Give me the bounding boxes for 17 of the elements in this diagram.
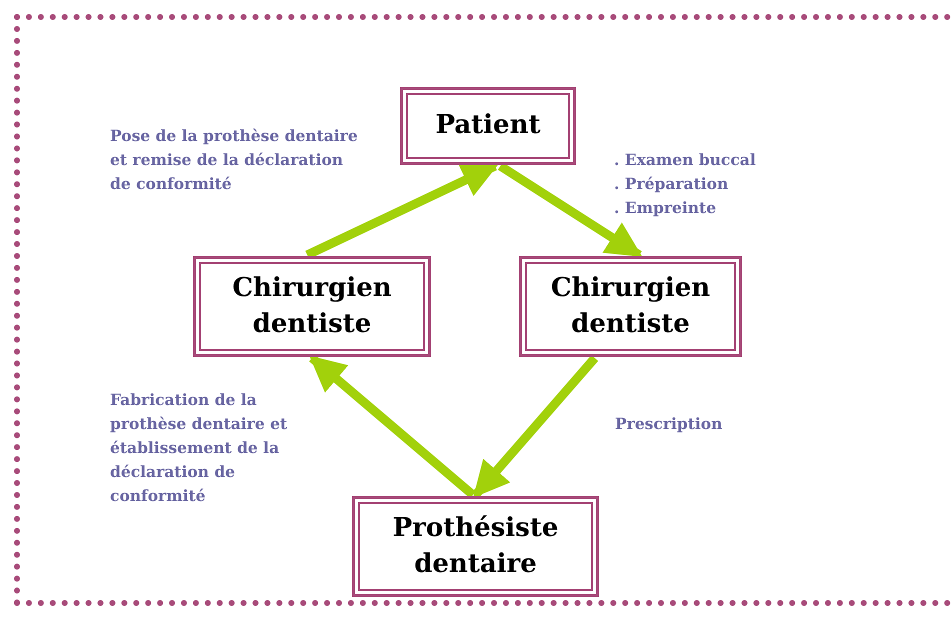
arrow [309, 354, 476, 498]
node-label: Patient [435, 109, 541, 142]
process-box [352, 496, 599, 597]
node-label: Chirurgien dentiste [550, 272, 712, 340]
arrow [498, 162, 642, 259]
annotation-text: Pose de la prothèse dentaire et remise de la déclaration de conformité [110, 125, 359, 195]
annotation-text: . Examen buccal [614, 149, 757, 171]
annotation-text: . Empreinte [614, 197, 718, 219]
annotation-text: Prescription [615, 413, 724, 435]
node-label: Chirurgien dentiste [231, 272, 393, 340]
annotation-text: . Préparation [614, 173, 730, 195]
annotation-text: Fabrication de la prothèse dentaire et établissement de la déclaration de conformité [110, 389, 288, 507]
process-box [519, 256, 742, 357]
process-box [400, 87, 576, 165]
arrow [472, 355, 598, 498]
node-label: Prothésiste dentaire [392, 512, 560, 580]
process-box [193, 256, 431, 357]
